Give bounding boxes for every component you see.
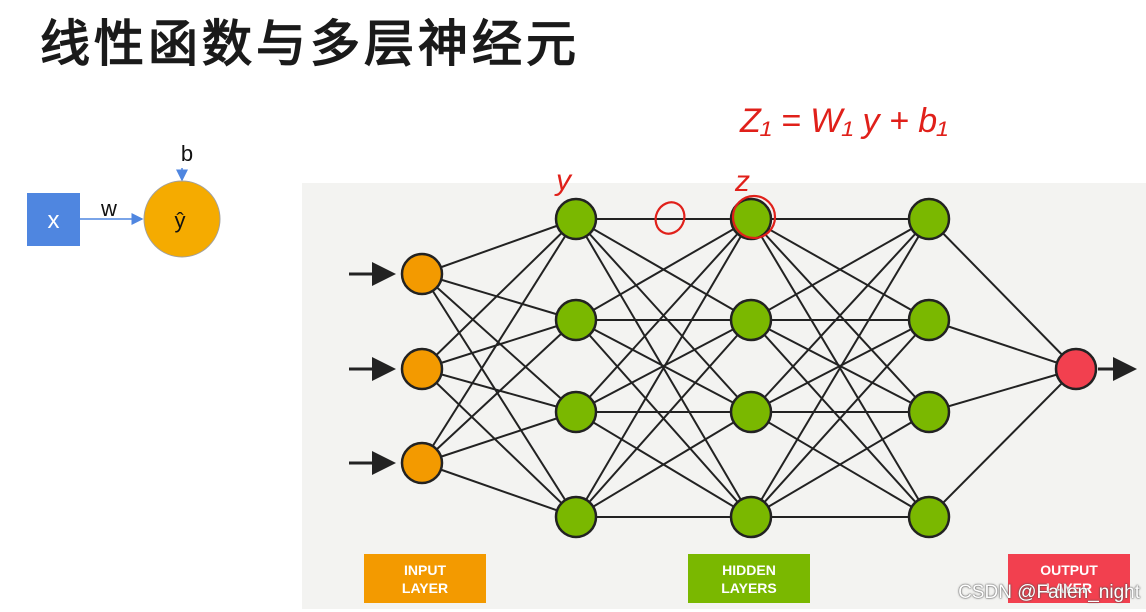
edge-l2-3-0 <box>750 218 930 518</box>
output-layer-badge <box>1008 554 1130 603</box>
edge-l0-0-1 <box>421 273 577 321</box>
hidden-layers-label-line1: HIDDEN <box>722 562 776 578</box>
output-layer-label-line1: OUTPUT <box>1040 562 1098 578</box>
edge-l0-1-0 <box>421 218 577 370</box>
edge-l0-2-2 <box>421 411 577 464</box>
hidden-node-l2-3 <box>729 495 773 539</box>
edge-l0-2-0 <box>421 218 577 464</box>
annotation-o-mark <box>654 201 686 235</box>
edge-l1-2-0 <box>575 218 752 413</box>
page-title: 线性函数与多层神经元 <box>40 15 580 73</box>
edge-l2-3-1 <box>750 319 930 518</box>
input-layer-label-line1: INPUT <box>404 562 446 578</box>
input-node-l0-2 <box>400 441 444 485</box>
handwritten-annotations: Z₁ = W₁ y + b₁ y z <box>554 102 948 240</box>
hidden-node-l2-1 <box>729 298 773 342</box>
hidden-node-l3-0 <box>907 197 951 241</box>
edge-l0-0-2 <box>421 273 577 413</box>
edge-l1-2-1 <box>575 319 752 413</box>
hidden-node-l3-1 <box>907 298 951 342</box>
edge-l3-3-0 <box>928 368 1077 518</box>
edge-l0-0-0 <box>421 218 577 275</box>
edge-l0-1-1 <box>421 319 577 370</box>
edge-l1-3-1 <box>575 319 752 518</box>
edge-l3-1-0 <box>928 319 1077 370</box>
input-layer-badge <box>364 554 486 603</box>
hidden-node-l1-3 <box>554 495 598 539</box>
edge-l2-2-1 <box>750 319 930 413</box>
annotation-y: y <box>554 164 573 197</box>
watermark: CSDN @Fallen_night <box>958 582 1140 603</box>
annotation-equation: Z₁ = W₁ y + b₁ <box>739 102 948 140</box>
simple-neuron-diagram: x w b ŷ <box>27 141 221 258</box>
hidden-node-l3-2 <box>907 390 951 434</box>
hidden-node-l3-3 <box>907 495 951 539</box>
output-y-hat-node <box>143 180 221 258</box>
hidden-layers-badge <box>688 554 810 603</box>
edge-l0-2-3 <box>421 462 577 518</box>
output-y-hat-label: ŷ <box>175 208 186 233</box>
edge-l0-1-3 <box>421 368 577 518</box>
edge-l2-1-0 <box>750 218 930 321</box>
input-x-label: x <box>48 207 60 234</box>
edge-l2-3-2 <box>750 411 930 518</box>
output-layer-label-line2: LAYER <box>1046 580 1092 596</box>
hidden-node-l2-2 <box>729 390 773 434</box>
annotation-z: z <box>734 165 750 198</box>
weight-label: w <box>100 196 117 221</box>
edge-l0-2-1 <box>421 319 577 464</box>
edge-l1-3-2 <box>575 411 752 518</box>
edge-l3-2-0 <box>928 368 1077 413</box>
annotation-circle-on-node <box>731 194 777 240</box>
edge-l1-3-0 <box>575 218 752 518</box>
input-x-box <box>27 193 80 246</box>
io-arrows <box>349 262 1137 475</box>
hidden-node-l1-1 <box>554 298 598 342</box>
network-nodes <box>400 197 1098 539</box>
hidden-layers-label-line2: LAYERS <box>721 580 777 596</box>
hidden-node-l2-0 <box>729 197 773 241</box>
input-node-l0-1 <box>400 347 444 391</box>
edge-l3-0-0 <box>928 218 1077 370</box>
input-node-l0-0 <box>400 252 444 296</box>
input-layer-label-line2: LAYER <box>402 580 448 596</box>
bias-label: b <box>181 141 193 166</box>
network-edges <box>421 218 1077 518</box>
output-node-l4-0 <box>1054 347 1098 391</box>
edge-l2-2-0 <box>750 218 930 413</box>
network-panel <box>302 183 1146 609</box>
edge-l1-1-0 <box>575 218 752 321</box>
edge-l0-0-3 <box>421 273 577 518</box>
hidden-node-l1-2 <box>554 390 598 434</box>
hidden-node-l1-0 <box>554 197 598 241</box>
